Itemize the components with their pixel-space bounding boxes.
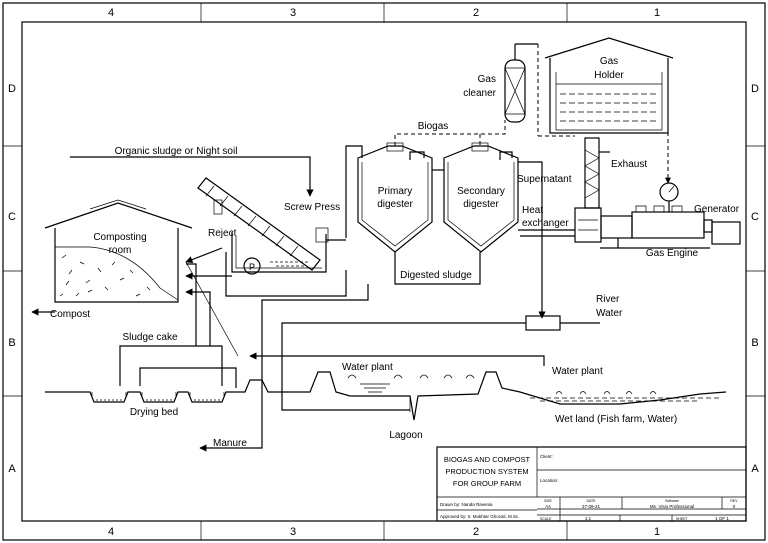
composting-room (31, 199, 193, 316)
frame-row-right-2: C (751, 211, 759, 223)
secondary-digester-label-1: Secondary (457, 186, 505, 197)
frame-row-right-3: B (751, 337, 758, 349)
title-block-date-value: 27-09-21 (582, 504, 601, 509)
water-plant-left-label: Water plant (342, 362, 393, 373)
title-block-size-value: A4 (545, 504, 551, 509)
title-block-software-value: Ms. Visio Professional (650, 504, 694, 509)
river-water-label-2: Water (596, 308, 623, 319)
frame-col-top-3: 2 (473, 7, 479, 19)
secondary-digester (443, 142, 519, 253)
frame-row-left-4: A (8, 463, 16, 475)
title-block-scale-value: 1:1 (585, 516, 592, 521)
title-block-date-header: DATE (586, 499, 596, 503)
title-block-location: Location: (540, 478, 558, 483)
exhaust-label: Exhaust (611, 159, 647, 170)
title-block-software-header: Software (665, 499, 679, 503)
organic-sludge-label: Organic sludge or Night soil (115, 146, 238, 157)
gas-cleaner-label-1: Gas (478, 74, 496, 85)
secondary-digester-label-2: digester (463, 199, 499, 210)
frame-col-bottom-3: 2 (473, 526, 479, 538)
biogas-label: Biogas (418, 121, 449, 132)
title-block-approved-by: Approved by: Ir. Mukhtar Ghozali, M.Sc. (440, 514, 520, 519)
title-block-rev-value: 0 (733, 504, 736, 509)
frame-row-labels: D C B A D C B A (8, 83, 759, 475)
screw-press (197, 177, 329, 275)
digested-sludge-label: Digested sludge (400, 270, 472, 281)
title-block-sheet-value: 1 OF 1 (715, 516, 729, 521)
primary-digester-label-2: digester (377, 199, 413, 210)
frame-col-bottom-4: 1 (654, 526, 660, 538)
title-block-client: Client: (540, 454, 553, 459)
supernatant-label: Supernatant (517, 174, 572, 185)
sludge-cake-label: Sludge cake (122, 332, 177, 343)
title-block-rev-header: REV (730, 499, 738, 503)
frame-row-left-1: D (8, 83, 16, 95)
drying-bed-label: Drying bed (130, 407, 178, 418)
sludge-cake-line (119, 263, 223, 386)
return-line (139, 261, 545, 388)
gas-holder-label-2: Holder (594, 70, 624, 81)
frame-col-top-1: 4 (108, 7, 114, 19)
heat-exchanger-label-1: Heat (522, 205, 543, 216)
lagoon-label: Lagoon (389, 430, 422, 441)
title-block-title-1: BIOGAS AND COMPOST (444, 455, 531, 464)
river-water-inlet (281, 315, 600, 411)
gas-cleaner (504, 43, 575, 137)
title-block-size-header: SIZE (544, 499, 552, 503)
title-block-drawn-by: Drawn by: Nanda Ravenia (440, 502, 493, 507)
generator-label: Generator (694, 204, 740, 215)
manure-label: Manure (213, 438, 247, 449)
gas-holder (544, 37, 674, 184)
primary-digester (357, 142, 433, 253)
title-block (436, 446, 747, 522)
frame-row-right-4: A (751, 463, 759, 475)
digester-piping (345, 145, 575, 319)
frame-col-bottom-1: 4 (108, 526, 114, 538)
gas-holder-label-1: Gas (600, 56, 618, 67)
wet-land-label: Wet land (Fish farm, Water) (555, 414, 677, 425)
gas-cleaner-label-2: cleaner (463, 88, 496, 99)
biogas-line (394, 120, 506, 146)
river-water-label-1: River (596, 294, 620, 305)
screw-press-label: Screw Press (284, 202, 340, 213)
title-block-title-3: FOR GROUP FARM (453, 479, 521, 488)
frame-row-left-3: B (8, 337, 15, 349)
organic-sludge-line (70, 156, 314, 197)
frame-col-top-2: 3 (290, 7, 296, 19)
title-block-title-2: PRODUCTION SYSTEM (445, 467, 528, 476)
exhaust-heat-exchanger (574, 137, 610, 243)
primary-digester-label-1: Primary (378, 186, 412, 197)
title-block-sheet-header: SHEET (676, 517, 689, 521)
gas-engine-label: Gas Engine (646, 248, 699, 259)
frame-row-left-2: C (8, 211, 16, 223)
title-block-scale-header: SCALE (540, 517, 552, 521)
frame-col-bottom-2: 3 (290, 526, 296, 538)
compost-label: Compost (50, 309, 90, 320)
pump-label: P (249, 262, 255, 272)
composting-room-label-2: room (109, 245, 132, 256)
digested-sludge-line (199, 252, 481, 452)
frame-col-top-4: 1 (654, 7, 660, 19)
water-plant-right-label: Water plant (552, 366, 603, 377)
composting-room-label-1: Composting (93, 232, 146, 243)
reject-label: Reject (208, 228, 237, 239)
heat-exchanger-label-2: exchanger (522, 218, 569, 229)
frame-column-labels: 4 3 2 1 4 3 2 1 (108, 7, 660, 538)
frame-row-right-1: D (751, 83, 759, 95)
gas-engine (600, 182, 741, 249)
ground-profile (45, 371, 727, 421)
